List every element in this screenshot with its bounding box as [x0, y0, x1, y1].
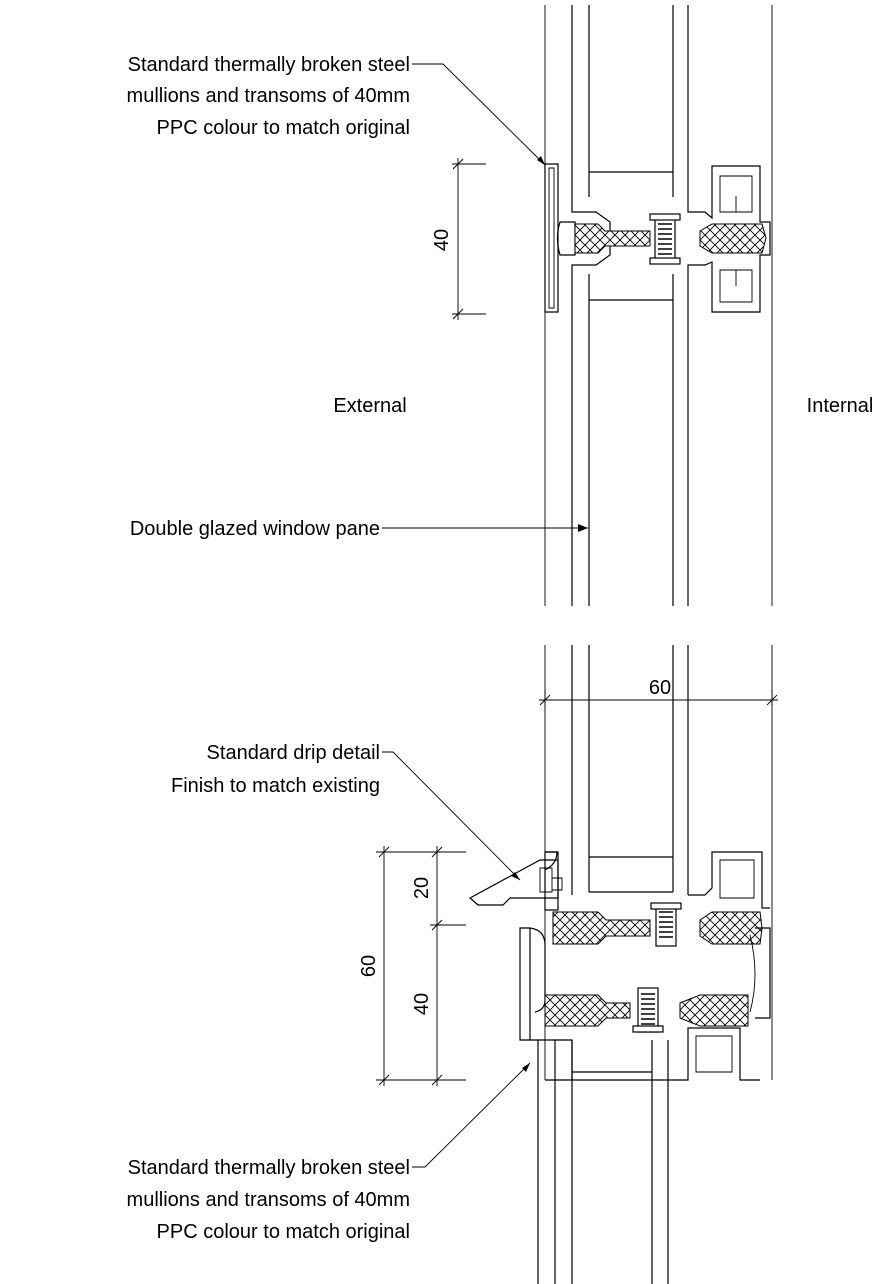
internal-label: Internal	[807, 395, 874, 417]
lower-sash-glass	[537, 1040, 669, 1284]
bottom-mullion-leader	[412, 1062, 531, 1168]
top-mullion-line-3: PPC colour to match original	[157, 117, 410, 139]
glazing-label: Double glazed window pane	[130, 518, 588, 540]
drip-line-1: Standard drip detail	[207, 742, 380, 764]
drip-leader	[382, 751, 521, 881]
bottom-mullion-line-1: Standard thermally broken steel	[128, 1157, 410, 1179]
sill-transom-dim-value: 40	[411, 993, 433, 1015]
top-mullion-line-2: mullions and transoms of 40mm	[127, 85, 410, 107]
sill-frame-profile	[468, 851, 771, 1081]
sill-glass-pane	[571, 645, 689, 895]
fixing-bolt-icon	[649, 213, 681, 265]
top-transom-dim-value: 40	[431, 229, 453, 251]
drip-label: Standard drip detail Finish to match exi…	[171, 742, 521, 881]
top-section: Standard thermally broken steel mullions…	[127, 5, 874, 606]
sill-total-dim-value: 60	[358, 955, 380, 977]
bottom-mullion-line-2: mullions and transoms of 40mm	[127, 1189, 410, 1211]
frame-depth-dim-value: 60	[649, 677, 671, 699]
drip-detail	[468, 859, 559, 906]
top-transom-profile	[544, 163, 771, 313]
top-mullion-line-1: Standard thermally broken steel	[128, 54, 410, 76]
top-transom-dimension: 40	[431, 158, 486, 320]
frame-depth-dimension: 60	[539, 677, 778, 706]
drip-height-dim-value: 20	[411, 877, 433, 899]
drip-line-2: Finish to match existing	[171, 775, 380, 797]
external-label: External	[333, 395, 406, 417]
glazing-text: Double glazed window pane	[130, 518, 380, 540]
sill-dimensions: 20 60 40	[358, 846, 466, 1086]
top-mullion-leader	[412, 63, 546, 166]
bottom-mullion-label: Standard thermally broken steel mullions…	[127, 1062, 531, 1243]
bottom-section: 60	[127, 645, 778, 1284]
fixing-bolt-upper-icon	[650, 902, 682, 947]
bottom-mullion-line-3: PPC colour to match original	[157, 1221, 410, 1243]
fixing-bolt-lower-icon	[632, 987, 664, 1033]
upper-glass-pane	[571, 5, 689, 197]
top-mullion-label: Standard thermally broken steel mullions…	[127, 54, 546, 166]
lower-glass-pane	[571, 274, 689, 606]
